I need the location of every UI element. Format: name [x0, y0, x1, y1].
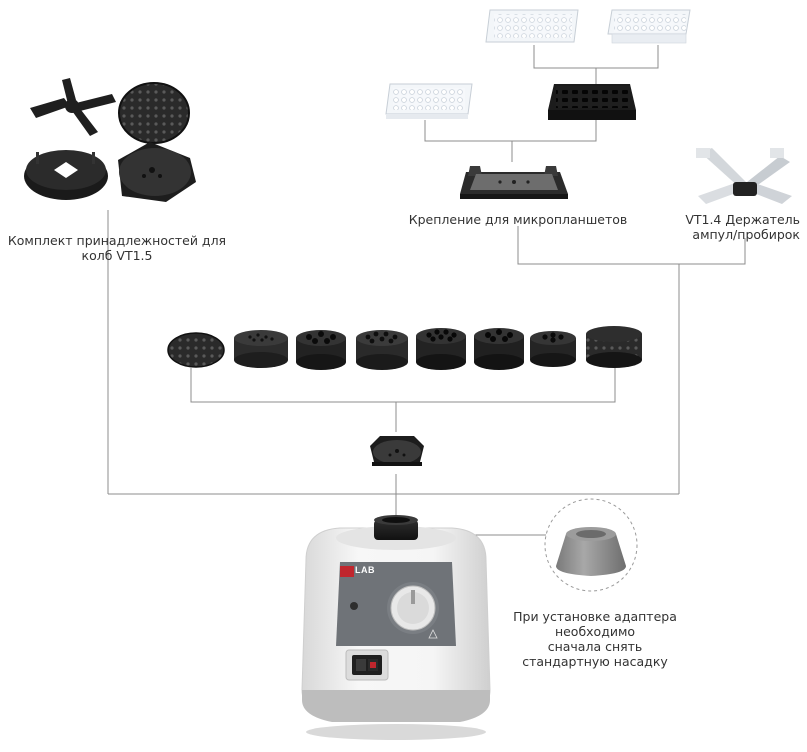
flask-perforated-plate: [118, 82, 190, 144]
insert-3: [296, 330, 346, 370]
insert-4: [356, 330, 408, 370]
insert-8: [586, 326, 642, 368]
connector-inserts: [190, 368, 616, 403]
brand-mark: [340, 566, 354, 577]
tube-holder-cross: [696, 148, 792, 204]
microplate-clear: [385, 83, 473, 119]
adapter-note-line2: необходимо: [554, 624, 636, 639]
insert-6: [474, 328, 524, 370]
flask-kit-label-line1: Комплект принадлежностей для: [7, 233, 227, 248]
adapter-callout: [544, 498, 638, 592]
insert-perforated: [167, 332, 225, 368]
adapter-note: При установке адаптера необходимо сначал…: [500, 609, 690, 669]
flask-kit-label: Комплект принадлежностей для колб VT1.5: [4, 233, 230, 263]
device-brand-text: LAB: [355, 565, 375, 575]
adapter-note-line3: сначала снять: [547, 639, 643, 654]
flask-clamp-cross: [30, 78, 116, 136]
vortex-mixer: [301, 515, 491, 740]
microplate-pcr: [607, 9, 691, 44]
flask-base-plate: [24, 150, 108, 200]
flask-kit-label-line2: колб VT1.5: [81, 248, 153, 263]
insert-cup-plate: [370, 436, 424, 466]
connector-top-plates: [533, 45, 659, 69]
connector-holder-group: [517, 226, 746, 265]
adapter-note-line1: При установке адаптера: [513, 609, 677, 624]
microplate-flat-bottom: [485, 9, 579, 43]
microplate-label: Крепление для микропланшетов: [398, 212, 638, 227]
microplate-label-text: Крепление для микропланшетов: [408, 212, 628, 227]
microplate-holder-tray: [460, 166, 568, 199]
insert-5: [416, 328, 466, 370]
power-indicator: [350, 602, 358, 610]
tube-holder-label-line1: VT1.4 Держатель: [685, 212, 800, 227]
tube-holder-label: VT1.4 Держатель ампул/пробирок: [676, 212, 800, 242]
adapter-note-line4: стандартную насадку: [522, 654, 668, 669]
insert-7: [530, 331, 576, 367]
microplate-black-block: [548, 84, 636, 120]
insert-2: [234, 330, 288, 368]
flask-cup-plate: [118, 142, 196, 202]
connector-mid-plates: [424, 120, 597, 142]
tube-holder-label-line2: ампул/пробирок: [692, 227, 800, 242]
